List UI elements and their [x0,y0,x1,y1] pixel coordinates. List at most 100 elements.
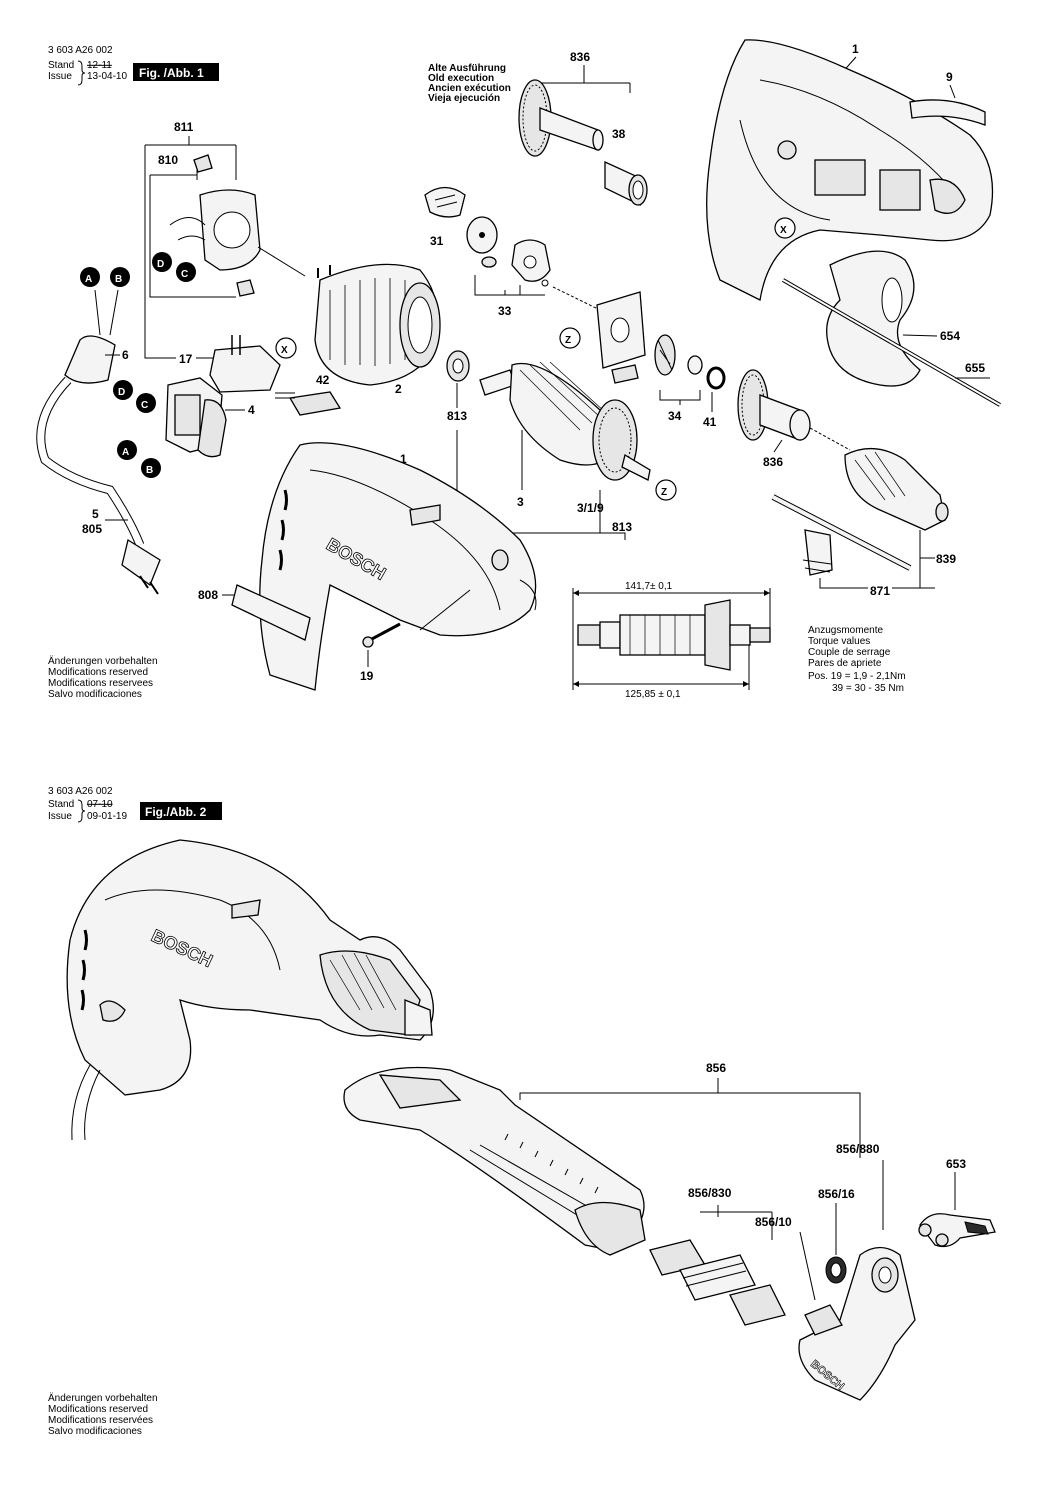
marker-z-plate-text: Z [565,335,571,346]
fig2-stand-value: 07-10 [87,799,113,810]
fig1-stand-value: 12-11 [87,60,112,71]
fig2-tag-box [140,802,222,820]
fig1-tag: Fig. /Abb. 1 [139,66,204,80]
old-execution-line-1: Alte Ausführung [428,63,506,74]
part-3-armature: Z 3 3/1/9 813 [456,361,677,540]
part-813-bearing: 813 [446,350,470,423]
fig2-doc-number: 3 603 A26 002 [48,786,113,797]
label-655: 655 [965,361,985,375]
label-654: 654 [940,329,960,343]
part-1-housing-half: 1 9 X [706,39,994,301]
label-871: 871 [870,584,890,598]
marker-b-cord-text: B [115,274,122,285]
marker-d-switch-text: D [118,387,125,398]
label-31: 31 [430,234,444,248]
label-856-16: 856/16 [818,1187,855,1201]
label-836-lower: 836 [763,455,783,469]
label-9: 9 [946,70,953,84]
marker-b-cord [110,267,130,287]
fig1-tag-box [133,63,219,81]
torque-values-note: Anzugsmomente Torque values Couple de se… [808,625,906,694]
fig2-changes-line-1: Änderungen vorbehalten [48,1392,158,1404]
part-856-880-cap: 856/880 [836,1100,884,1230]
part-653-clip: 653 [918,1157,996,1248]
label-2: 2 [395,382,402,396]
label-319: 3/1/9 [577,501,604,515]
label-653: 653 [946,1157,966,1171]
fig2-issue-label: Issue [48,811,72,822]
fig1-changes-line-1: Änderungen vorbehalten [48,655,158,667]
marker-c-switch [136,393,156,413]
label-5: 5 [92,507,99,521]
fig2-changes-line-3: Modifications reservées [48,1415,153,1426]
old-execution-line-4: Vieja ejecución [428,93,500,104]
part-4-switch: D C A B 4 [113,377,255,478]
marker-x-housing [774,217,796,239]
label-38: 38 [612,127,626,141]
label-836-top: 836 [570,50,590,64]
fig1-header: 3 603 A26 002 Stand Issue 12-11 13-04-10… [48,45,219,86]
label-856-880: 856/880 [836,1142,880,1156]
part-38-bushing: 38 [604,127,648,207]
part-856-16-seal: 856/16 [818,1187,855,1284]
part-836-spindle-gear: 836 [737,369,851,469]
marker-b-switch-text: B [146,465,153,476]
part-31-cover: 31 [424,186,466,248]
part-17-component: 17 X [179,335,297,393]
marker-z-plate [559,327,581,349]
marker-a-cord-text: A [85,274,92,285]
dimension-top: 141,7± 0,1 [625,581,673,592]
label-856: 856 [706,1061,726,1075]
marker-z-armature-text: Z [661,487,667,498]
label-1-lower: 1 [400,452,407,466]
marker-c-switch-text: C [141,400,148,411]
torque-line-1: Anzugsmomente [808,625,883,636]
dimension-bottom: 125,85 ± 0,1 [625,689,681,700]
marker-d-plate-text: D [157,259,164,270]
part-33-fan-assembly: 33 [466,216,601,318]
assembled-drill: BOSCH [66,839,434,1141]
marker-a-switch [117,440,137,460]
fig1-changes-line-2: Modifications reserved [48,667,148,678]
old-execution-line-2: Old execution [428,73,494,84]
fig1-changes-line-3: Modifications reservees [48,678,153,689]
marker-x-suppressor [275,337,297,359]
label-805: 805 [82,522,102,536]
fig2-tag: Fig./Abb. 2 [145,805,207,819]
fig1-changes-note: Änderungen vorbehalten Modifications res… [48,655,158,700]
old-execution-line-3: Ancien exécution [428,83,511,94]
torque-line-2: Torque values [808,636,870,647]
label-808: 808 [198,588,218,602]
marker-d-switch [113,380,133,400]
part-34-gear-set: 34 [654,334,703,423]
part-6-cord-guard: A B 6 5 805 [36,267,161,595]
label-41: 41 [703,415,717,429]
part-2-stator: 2 [314,263,441,396]
fig1-issue-label: Issue [48,71,72,82]
label-42: 42 [316,373,330,387]
part-836-spindle-gear-old: 836 [518,50,631,157]
old-execution-note: Alte Ausführung Old execution Ancien exé… [428,63,511,104]
torque-line-3: Couple de serrage [808,647,891,658]
fig2-stand-label: Stand [48,799,74,810]
torque-line-4: Pares de apriete [808,658,882,669]
fig2-changes-note: Änderungen vorbehalten Modifications res… [48,1392,158,1437]
fig1-changes-line-4: Salvo modificaciones [48,689,142,700]
label-810: 810 [158,153,178,167]
label-34: 34 [668,409,682,423]
part-856-dust-extraction: 856 [343,1061,861,1256]
part-41-circlip: 41 [703,366,726,429]
fig2-issue-value: 09-01-19 [87,811,127,822]
part-811-brush-plate: 811 810 D C [144,120,306,359]
label-856-10: 856/10 [755,1215,792,1229]
label-33: 33 [498,304,512,318]
label-813-left: 813 [447,409,467,423]
label-856-830: 856/830 [688,1186,732,1200]
marker-z-armature [655,479,677,501]
part-1-housing-main: 1 BOSCH [259,442,537,691]
marker-x-housing-text: X [780,225,787,236]
marker-c-plate-text: C [181,269,188,280]
fig1-doc-number: 3 603 A26 002 [48,45,113,56]
